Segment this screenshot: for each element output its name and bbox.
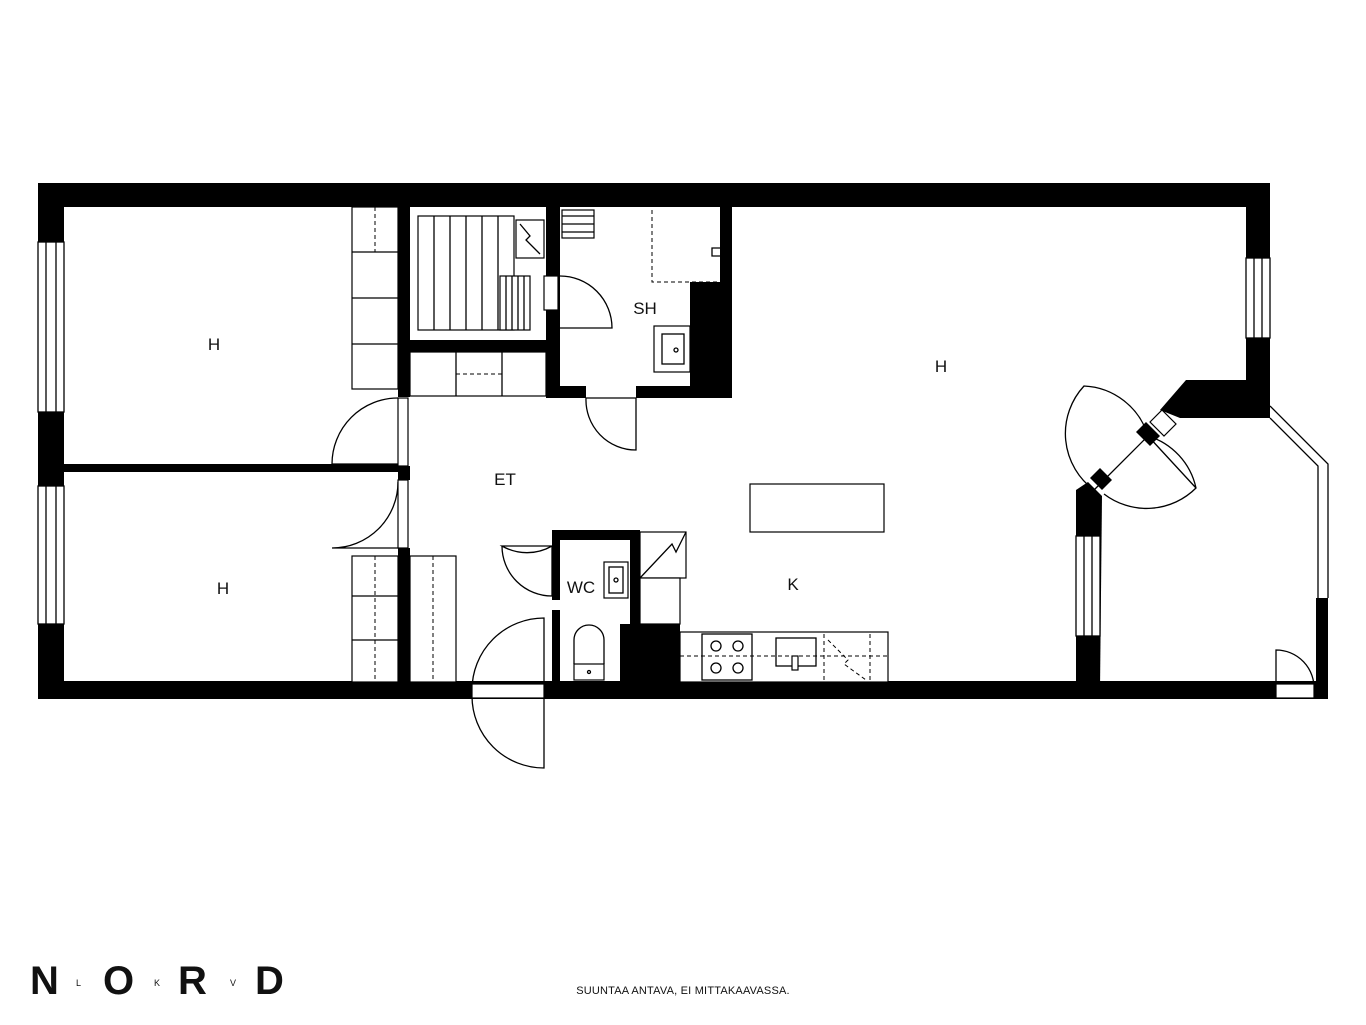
logo-letter-l: L [76,978,81,988]
stove-icon [701,633,753,681]
label-bedroom-bottom: H [217,579,229,598]
toilet-icon [573,663,605,681]
door-living-balcony-b [1103,435,1197,510]
window-living [1245,257,1271,339]
shower-room [561,209,723,386]
door-bedroom-top [331,397,399,465]
shower-head-icon [711,247,723,257]
logo-letter-n: N [30,959,59,1003]
interior-walls [64,207,732,688]
label-hall: ET [494,470,516,489]
window-balcony [1075,535,1101,637]
logo-letter-v: V [230,978,236,988]
storage [351,206,547,683]
logo-letter-d: D [255,959,284,1003]
door-living-balcony-a [1064,385,1149,491]
door-bedroom-bottom [331,481,399,549]
door-entrance-outer [471,695,545,769]
wc-sink-icon [603,561,629,599]
outer-walls [38,183,1328,699]
label-bedroom-top: H [208,335,220,354]
label-shower: SH [633,299,657,318]
logo-letter-k: K [154,978,160,988]
wc-room [573,561,629,681]
disclaimer-text: SUUNTAA ANTAVA, EI MITTAKAAVASSA. [576,985,790,997]
label-wc: WC [567,578,595,597]
window-bedroom-bottom [37,485,65,625]
door-balcony-small [1275,649,1315,691]
window-bedroom-top [37,241,65,413]
label-living-room: H [935,357,947,376]
windows [37,241,1329,637]
sauna-stove-icon [515,219,545,259]
doors [331,275,1315,769]
kitchen [639,483,889,683]
door-wc [499,545,553,597]
label-kitchen: K [787,575,799,594]
logo-letter-o: O [103,959,134,1003]
door-sauna [559,275,613,329]
room-labels: H H H SH ET WC K [208,299,947,598]
logo-letter-r: R [178,959,207,1003]
door-entrance-inner [471,617,545,691]
nord-logo: N L O K R V D [30,959,284,1003]
sauna [417,215,559,331]
door-shower [585,397,637,451]
dining-table-icon [749,483,885,533]
